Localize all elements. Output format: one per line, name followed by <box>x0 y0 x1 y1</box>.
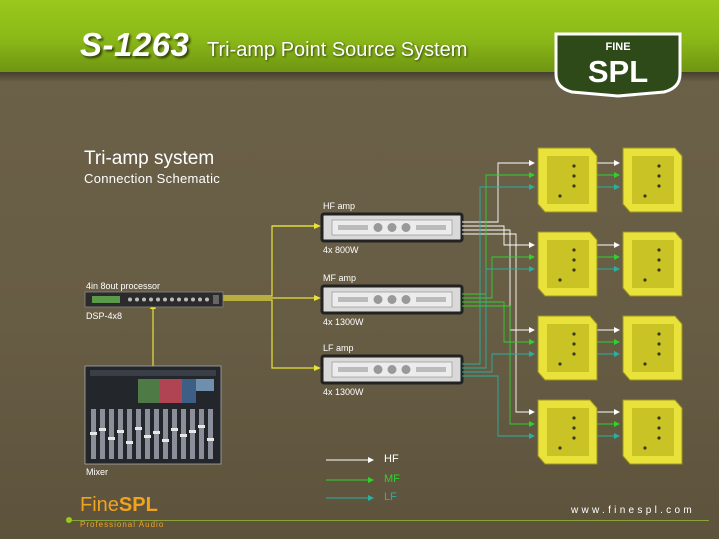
schematic-subheading: Connection Schematic <box>84 171 221 186</box>
mixer-console <box>84 365 222 465</box>
hf-amplifier <box>320 212 464 243</box>
schematic-heading: Tri-amp system <box>84 148 215 169</box>
hf-amp-label: HF amp <box>323 201 356 211</box>
mf-amplifier <box>320 284 464 315</box>
footer-dot <box>66 517 72 523</box>
lf-amplifier <box>320 354 464 385</box>
footer-brand: FineSPL <box>80 494 158 517</box>
lf-amp-power: 4x 1300W <box>323 387 364 397</box>
logo-main-text: SPL <box>588 54 648 89</box>
website-link[interactable]: www.finespl.com <box>571 505 695 516</box>
system-subtitle: Tri-amp Point Source System <box>207 39 468 61</box>
legend-lines <box>326 457 374 501</box>
legend-hf: HF <box>384 453 399 465</box>
speaker-arrows <box>529 160 620 439</box>
lf-amp-label: LF amp <box>323 343 354 353</box>
model-title: S-1263 <box>80 26 190 63</box>
processor-label: 4in 8out processor <box>86 281 161 291</box>
logo-top-text: FINE <box>605 41 630 53</box>
footer-divider <box>70 520 709 521</box>
legend-lf: LF <box>384 491 397 503</box>
footer-brand-sub: Professional Audio <box>80 520 165 529</box>
hf-amp-power: 4x 800W <box>323 245 359 255</box>
mixer-label: Mixer <box>86 467 108 477</box>
dsp-processor <box>84 291 224 308</box>
footer-brand-b: SPL <box>118 494 158 516</box>
speaker-array <box>537 147 683 465</box>
processor-model-label: DSP-4x8 <box>86 311 123 321</box>
processor-to-lf-line <box>222 299 318 369</box>
footer-brand-a: Fine <box>80 494 119 516</box>
legend-mf: MF <box>384 473 400 485</box>
mf-amp-label: MF amp <box>323 273 357 283</box>
mf-amp-power: 4x 1300W <box>323 317 364 327</box>
finespl-logo: FINE SPL <box>554 32 682 98</box>
processor-to-hf-line <box>222 225 318 297</box>
speaker-wiring <box>462 162 617 437</box>
signal-lines <box>152 225 318 370</box>
title-bar-shadow <box>0 72 719 82</box>
